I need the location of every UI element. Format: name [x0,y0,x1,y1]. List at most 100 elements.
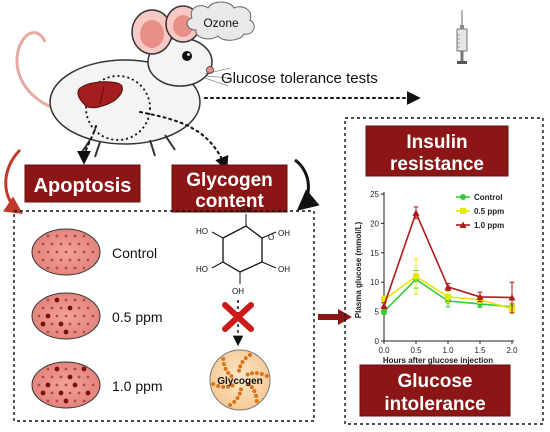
cell-nucleus [55,383,59,387]
cell-nucleus [77,391,81,395]
glycogen-bead [259,372,264,377]
data-point [381,308,387,315]
cell-nucleus [73,367,77,371]
glucose-intolerance-label-line1: Glucose [398,371,473,392]
series-10ppm [380,206,516,314]
cell-nucleus [63,398,69,404]
cell-nucleus [72,382,78,388]
glycogen-bead [226,370,231,375]
glycogen-bead [249,385,254,390]
glycogen-bead [235,396,240,401]
hydroxyl-right-label: OH [278,229,290,238]
glycogen-bead [240,359,245,364]
cell-nucleus [50,375,54,379]
cell-nucleus [86,242,90,246]
glycogen-content-label-line1: Glycogen [186,170,273,191]
chart-x-tick-label: 0.5 [410,346,422,355]
cell-nucleus [46,250,50,254]
chart-x-tick-label: 1.0 [442,346,454,355]
cell-nucleus [73,399,77,403]
cell-nucleus [40,321,46,327]
cell-nucleus [73,234,77,238]
cell-nucleus [59,258,63,262]
glycogen-bead [238,387,243,392]
glycogen-content-label-line2: content [195,191,264,212]
glycogen-bead [216,383,221,388]
glycogen-bead [221,356,226,361]
cell-nucleus [82,314,86,318]
glycogen-bead [229,374,234,379]
glucose-tolerance-tests-label: Glucose tolerance tests [221,70,378,87]
data-point [476,293,484,300]
legend-item-10ppm: 1.0 ppm [456,221,504,230]
glycogen-content-box [171,164,288,213]
cell-nucleus [54,366,60,372]
cell-nucleus [54,297,60,303]
liver-icon [77,81,123,109]
cell-nucleus [50,322,54,326]
cell-nucleus [82,266,86,270]
chart-y-tick-label: 25 [370,190,379,199]
glycogen-bead [247,352,252,357]
cell-nucleus [40,390,46,396]
hydroxyl-top-label: OH [240,205,252,214]
ozone-cloud-icon [186,1,255,41]
cell-nucleus [77,322,81,326]
cell-nucleus [86,322,90,326]
cell-nucleus [67,305,73,311]
cell-nucleus [86,306,90,310]
legend-marker [460,208,466,214]
cell-nucleus [41,242,45,246]
chart-y-tick-label: 0 [375,337,380,346]
tissue-05ppm [31,292,101,340]
data-point [445,293,451,300]
legend-marker [460,194,466,200]
cell-nucleus [91,314,95,318]
tissue-control [31,228,101,276]
glycogen-bead [232,399,237,404]
cell-nucleus [41,306,45,310]
group-control-label: Control [112,245,157,261]
data-point [444,283,452,290]
cell-nucleus [68,391,72,395]
glycogen-bead [237,368,242,373]
cell-nucleus [68,322,72,326]
glycogen-bead [211,381,216,386]
cell-nucleus [50,258,54,262]
cell-nucleus [55,314,59,318]
glycogen-curved-arrow [294,158,320,211]
cell-nucleus [82,234,86,238]
cell-nucleus [82,383,86,387]
cell-nucleus [46,330,50,334]
cell-nucleus [58,321,64,327]
tissue-10ppm [31,361,101,409]
glucose-intolerance-box [359,364,511,417]
cell-nucleus [81,366,87,372]
glycogen-bead [254,371,259,376]
cell-nucleus [45,313,51,319]
outcome-dashed-box [344,117,544,425]
cell-nucleus [55,266,59,270]
cell-nucleus [55,234,59,238]
cell-nucleus [86,258,90,262]
legend-item-05ppm: 0.5 ppm [456,207,504,216]
apoptosis-curved-arrow [3,148,23,215]
ozone-label: Ozone [203,16,239,30]
cell-nucleus [64,266,68,270]
glycogen-bead [264,374,269,379]
cell-nucleus [64,367,68,371]
cell-nucleus [59,242,63,246]
cell-nucleus [55,330,59,334]
cell-nucleus [46,234,50,238]
cell-nucleus [64,298,68,302]
glycogen-bead [221,362,226,367]
cell-nucleus [41,375,45,379]
chart-y-axis-label: Plasma glucose (mmol/L) [354,221,363,318]
insulin-resistance-label-line1: Insulin [406,132,467,153]
insulin-resistance-box [365,125,509,177]
apoptosis-box [24,164,141,203]
hydroxyl-lower-right-label: OH [278,265,290,274]
cell-nucleus [67,374,73,380]
cell-nucleus [37,314,41,318]
cell-nucleus [73,266,77,270]
